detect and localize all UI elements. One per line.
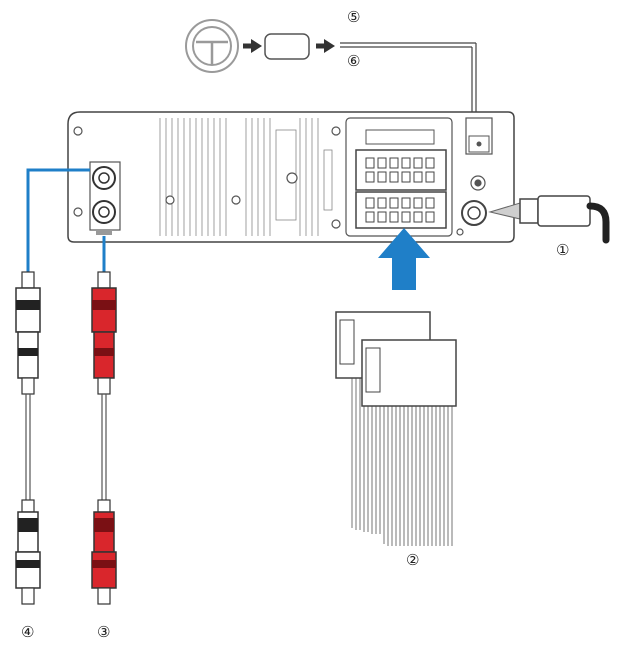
rca-output-jacks <box>89 161 121 235</box>
callout-2: ② <box>406 551 420 569</box>
callout-6: ⑥ <box>347 52 361 70</box>
arrow-right-icon <box>316 39 335 53</box>
head-unit-rear-panel <box>67 111 515 243</box>
steering-wheel-remote-chain <box>185 19 477 118</box>
heat-sink <box>159 118 319 236</box>
iso-connector-socket <box>345 117 453 237</box>
remote-input-socket <box>465 117 493 155</box>
callout-3: ③ <box>97 623 111 641</box>
remote-cable <box>340 42 477 118</box>
remote-adapter-box <box>264 33 310 60</box>
callout-5: ⑤ <box>347 8 361 26</box>
iso-harness <box>335 311 457 546</box>
antenna-socket <box>461 200 487 226</box>
callout-4: ④ <box>21 623 35 641</box>
arrow-right-icon <box>243 39 262 53</box>
insert-arrow-icon <box>378 228 430 290</box>
callout-1: ① <box>556 241 570 259</box>
rca-cable-red <box>91 236 117 605</box>
steering-wheel-icon <box>185 19 239 73</box>
vent-slot <box>323 149 333 211</box>
rca-cable-white <box>15 168 90 605</box>
antenna-plug <box>488 195 610 244</box>
